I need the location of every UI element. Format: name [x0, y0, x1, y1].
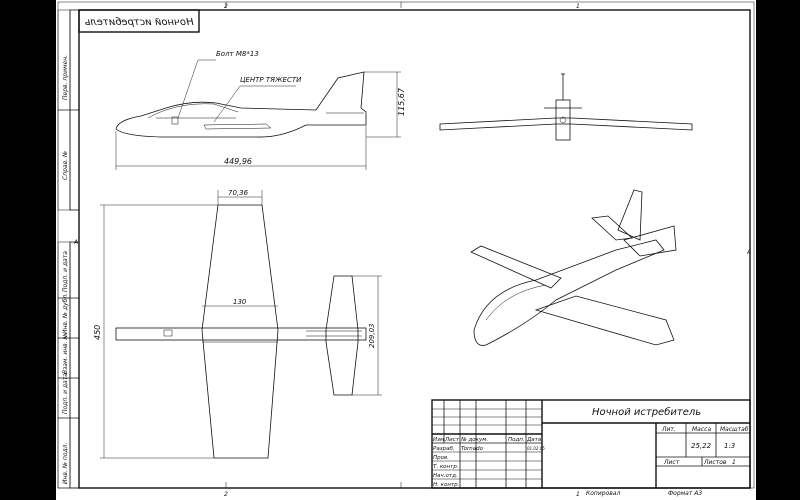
stab-left-iso: [591, 215, 633, 241]
front-view: [439, 73, 693, 141]
wing-top: [201, 204, 279, 459]
bolt-mark: [171, 116, 179, 125]
strip-label-inv-dubl: Инв. № дубл.: [62, 293, 69, 334]
cog-leader: [213, 85, 296, 123]
tb-list: Лист: [444, 437, 460, 443]
title-block: Изм. Лист № докум. Подп. Дата Разраб. To…: [431, 399, 751, 489]
bolt-annotation: Болт М8*13: [216, 50, 259, 58]
strip-label-perv: Перв. примен.: [62, 55, 69, 100]
dim-span: 450: [93, 325, 102, 340]
strip-label-sprav: Справ. №: [62, 151, 69, 180]
fuselage-iso: [473, 239, 665, 346]
footer-copied: Копировал: [586, 490, 620, 497]
zone-mark-top-left: 2: [224, 3, 228, 10]
tb-nkontr: Н. контр.: [433, 482, 460, 488]
bolt-leader: [177, 59, 216, 119]
tb-prov: Пров.: [433, 455, 449, 461]
zone-mark-top-right: 1: [576, 3, 580, 10]
tb-razrab: Разраб.: [433, 446, 455, 452]
tb-scale-label: Масштаб: [720, 426, 749, 433]
tb-podp: Подп.: [508, 437, 525, 443]
stab-right-iso: [623, 225, 677, 257]
drawing-sheet: 2 1 2 1 A A Ночной истребитель Перв. при…: [56, 0, 756, 500]
title-block-frame: [431, 399, 751, 489]
wing-right-iso: [534, 295, 675, 346]
zone-mark-left-a: A: [73, 239, 78, 246]
strip-label-inv-podl: Инв. № подл.: [62, 443, 69, 484]
tb-scale-value: 1:3: [724, 442, 735, 450]
dim-tail-span: 209,03: [368, 324, 376, 349]
tb-mass-label: Масса: [692, 426, 711, 433]
wing-side: [203, 123, 272, 130]
tb-razrab-date: 01.02.05: [527, 446, 545, 451]
tb-razrab-name: Tornado: [461, 446, 484, 452]
stabilizer-top: [325, 275, 359, 396]
dim-length: 449,96: [224, 157, 252, 166]
strip-label-podp-1: Подп. и дата: [62, 251, 69, 292]
fuselage-line-iso: [485, 284, 547, 321]
top-title-mirrored-group: Ночной истребитель: [84, 16, 193, 28]
zone-mark-bottom-right: 1: [576, 491, 580, 498]
zone-mark-right-a: A: [746, 249, 751, 256]
dim-root-chord: 70,36: [228, 189, 249, 197]
top-view: 70,36 130 450 209,03: [93, 189, 382, 459]
strip-label-podp-2: Подп. и дата: [62, 373, 69, 414]
bolt-top: [163, 329, 173, 337]
canopy-line: [147, 103, 239, 119]
fuselage-top: [115, 327, 367, 341]
tb-doc-no: № докум.: [460, 437, 488, 443]
tb-nach: Нач.отд.: [433, 473, 458, 479]
strip-inner-lower: [69, 241, 80, 489]
tb-tkontr: Т. контр.: [433, 464, 459, 470]
fuselage-front: [555, 99, 571, 141]
strip-label-vzam: Взам. инв. №: [62, 333, 69, 374]
wing-front: [439, 117, 693, 131]
isometric-view: [470, 189, 677, 346]
cog-annotation: ЦЕНТР ТЯЖЕСТИ: [240, 76, 302, 84]
tb-data: Дата: [526, 437, 542, 443]
top-title-mirrored: Ночной истребитель: [84, 16, 193, 28]
dim-height: 115,67: [397, 87, 406, 116]
wing-left-iso: [470, 245, 562, 289]
left-strip: Перв. примен. Справ. № Подп. и дата Инв.…: [57, 9, 80, 489]
fin-iso: [617, 189, 643, 241]
zone-mark-bottom-left: 2: [224, 491, 228, 498]
tb-mass-value: 25,22: [691, 442, 712, 450]
dim-mid: 130: [233, 298, 247, 306]
side-view: Болт М8*13 ЦЕНТР ТЯЖЕСТИ 449,96 115,67: [115, 50, 406, 170]
prop-hub: [559, 116, 567, 124]
tb-sheets-label: Листов: [703, 459, 727, 466]
tb-name: Ночной истребитель: [592, 406, 701, 418]
tb-sheet-label: Лист: [663, 459, 680, 466]
drawing-canvas: 2 1 2 1 A A Ночной истребитель Перв. при…: [57, 1, 755, 498]
tb-lit-label: Лит.: [661, 426, 676, 433]
footer-format: Формат А3: [668, 490, 702, 497]
tb-sheets-value: 1: [732, 459, 736, 466]
tb-izm: Изм.: [433, 437, 446, 443]
